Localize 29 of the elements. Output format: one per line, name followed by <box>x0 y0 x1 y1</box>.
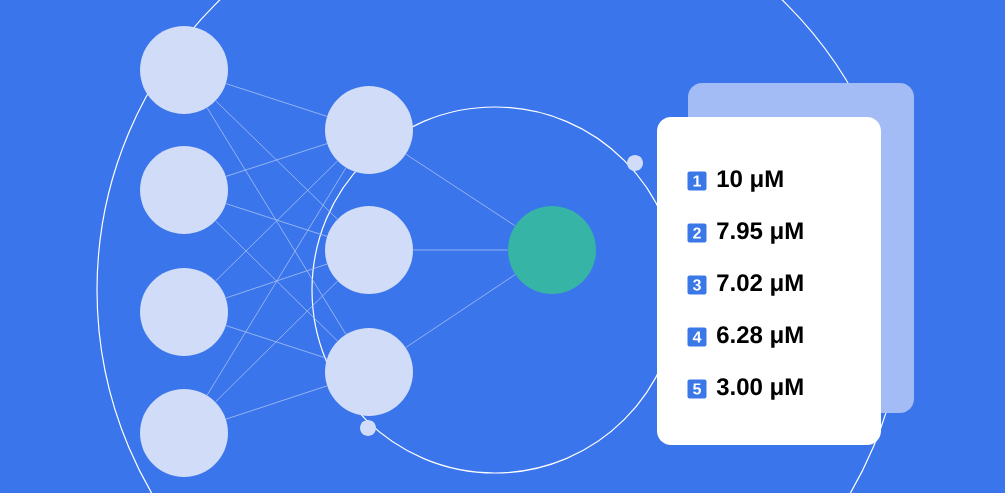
neuron-circle <box>325 328 413 416</box>
connection-line <box>412 249 509 251</box>
connection-line <box>405 274 516 348</box>
value-text: 10 μM <box>717 170 783 192</box>
connection-line <box>206 107 347 335</box>
connection-line <box>405 153 516 227</box>
connection-line <box>215 220 338 342</box>
connection-line <box>225 263 328 299</box>
connection-line <box>225 83 328 117</box>
connection-line <box>225 203 328 237</box>
connection-line <box>225 385 328 420</box>
connection-line <box>215 100 338 220</box>
value-text: 3.00 μM <box>716 378 803 400</box>
neuron-circle <box>325 86 413 174</box>
result-card <box>657 117 881 445</box>
connection-line <box>206 167 347 396</box>
value-text: 6.28 μM <box>717 326 803 348</box>
connection-line <box>225 325 328 359</box>
output-neuron <box>508 206 596 294</box>
neuron-circle <box>140 26 228 114</box>
neuron-circle <box>325 206 413 294</box>
neuron-circle <box>140 146 228 234</box>
connection-line <box>215 160 338 282</box>
neuron-circle <box>140 268 228 356</box>
neuron-circle <box>140 389 228 477</box>
connection-line <box>225 143 328 177</box>
value-text: 7.95 μM <box>717 222 803 244</box>
connection-line <box>215 280 338 403</box>
value-text: 7.02 μM <box>717 274 803 296</box>
